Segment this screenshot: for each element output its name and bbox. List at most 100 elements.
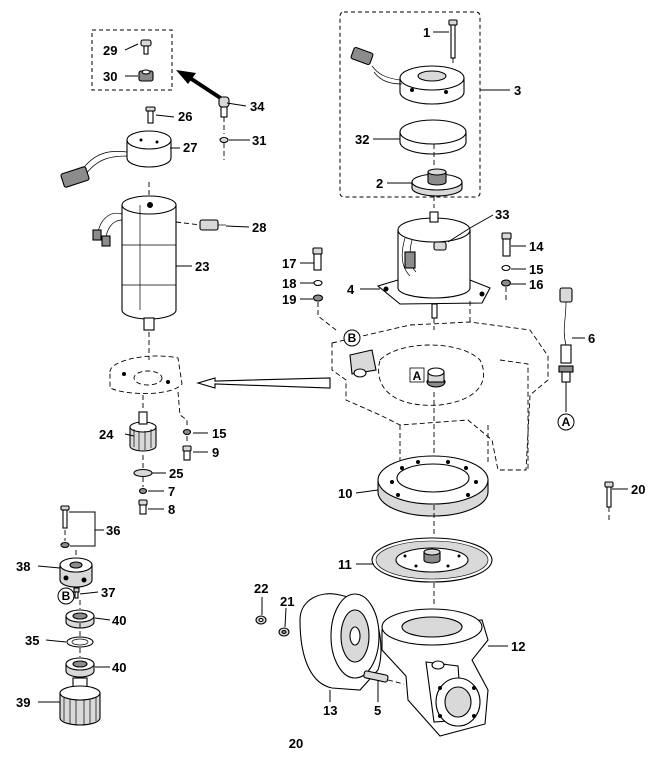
part-22-washer — [255, 615, 267, 625]
detail-arrow — [176, 70, 224, 101]
callout-14: 14 — [529, 239, 544, 254]
callout-28: 28 — [252, 220, 266, 235]
part-27-encoder — [60, 130, 172, 188]
part-6-sensor — [558, 287, 574, 383]
callout-35: 35 — [25, 633, 39, 648]
part-28-connector — [175, 219, 226, 231]
callout-23: 23 — [195, 259, 209, 274]
callout-40-upper: 40 — [112, 613, 126, 628]
part-23-motor — [92, 195, 177, 331]
callout-39: 39 — [16, 695, 30, 710]
part-21-nut — [278, 627, 290, 637]
callout-34: 34 — [250, 99, 265, 114]
svg-text:A: A — [413, 369, 422, 383]
part-33-cable — [401, 237, 447, 277]
callout-10: 10 — [338, 486, 352, 501]
callout-21: 21 — [280, 594, 294, 609]
part-15-washer-right — [501, 264, 511, 272]
part-2-hub — [411, 168, 463, 197]
part-40-bearing-lower — [65, 657, 95, 678]
part-36-screw — [60, 505, 70, 549]
callout-24: 24 — [99, 427, 114, 442]
leader-lines — [37, 31, 628, 703]
callout-38: 38 — [16, 559, 30, 574]
part-25-washer — [133, 468, 153, 478]
callout-25: 25 — [169, 466, 183, 481]
part-34-fitting — [218, 96, 230, 134]
reference-marker-b-upper: B — [343, 329, 361, 347]
callout-40-lower: 40 — [112, 660, 126, 675]
part-7-washer — [138, 487, 148, 495]
callout-9: 9 — [212, 445, 219, 460]
callout-13: 13 — [323, 703, 337, 718]
svg-text:A: A — [562, 415, 571, 429]
brake-assembly-box — [339, 11, 481, 198]
callout-4: 4 — [347, 282, 355, 297]
part-16-washer — [500, 279, 512, 287]
part-1-bolt — [448, 19, 458, 59]
chassis-frame-outline — [331, 298, 549, 471]
page-number: 20 — [289, 736, 303, 751]
mounting-plate-outline — [109, 332, 183, 410]
part-12-wheel-fork — [381, 608, 489, 737]
callout-18: 18 — [282, 276, 296, 291]
callout-15-left: 15 — [212, 426, 226, 441]
svg-text:B: B — [348, 331, 357, 345]
part-20-bolt — [604, 481, 614, 520]
part-24-pinion — [129, 411, 157, 452]
part-4-gear-housing — [376, 211, 491, 319]
part-13-wheel — [299, 593, 382, 691]
reference-marker-a-right: A — [557, 413, 575, 431]
callout-5: 5 — [374, 703, 381, 718]
part-38-housing — [59, 557, 93, 588]
part-40-bearing-upper — [65, 609, 95, 629]
part-10-slewing-ring — [377, 455, 489, 517]
callout-7: 7 — [168, 484, 175, 499]
part-5-axle-pin — [363, 670, 405, 685]
part-26-screw — [145, 106, 156, 124]
part-37-pin — [73, 587, 80, 599]
part-14-bolt — [501, 232, 512, 257]
callout-27: 27 — [183, 140, 197, 155]
part-30-nut — [138, 69, 154, 82]
callout-12: 12 — [511, 639, 525, 654]
callout-26: 26 — [178, 109, 192, 124]
callout-22: 22 — [254, 581, 268, 596]
callout-8: 8 — [168, 502, 175, 517]
callout-31: 31 — [252, 133, 266, 148]
part-3-brake — [350, 46, 465, 105]
callout-36: 36 — [106, 523, 120, 538]
reference-marker-a-center: A — [409, 367, 425, 383]
reference-marker-b-lower: B — [57, 587, 75, 605]
callout-2: 2 — [376, 176, 383, 191]
callout-11: 11 — [338, 557, 352, 572]
callout-6: 6 — [588, 331, 595, 346]
callout-30: 30 — [103, 69, 117, 84]
part-35-circlip — [66, 636, 94, 648]
callout-33: 33 — [495, 207, 509, 222]
callout-16: 16 — [529, 277, 543, 292]
callout-37: 37 — [101, 585, 115, 600]
callout-17: 17 — [282, 256, 296, 271]
part-15-washer-left — [182, 428, 192, 436]
callout-3: 3 — [514, 83, 521, 98]
part-9-bolt — [182, 445, 192, 461]
part-29-screw — [140, 39, 152, 55]
callout-29: 29 — [103, 43, 117, 58]
callout-15-right: 15 — [529, 262, 543, 277]
insertion-arrow — [196, 377, 331, 389]
part-31-washer — [219, 136, 229, 144]
callout-32: 32 — [355, 132, 369, 147]
part-39-drive-gear — [59, 677, 101, 726]
svg-text:B: B — [62, 589, 71, 603]
callout-19: 19 — [282, 292, 296, 307]
part-32-friction-disc — [399, 119, 467, 155]
part-18-washer — [313, 279, 323, 287]
center-nut — [426, 367, 446, 388]
callout-20: 20 — [631, 482, 645, 497]
callout-1: 1 — [423, 25, 430, 40]
part-8-bolt — [138, 499, 148, 515]
part-17-bolt — [312, 247, 323, 271]
part-11-ring-gear — [371, 537, 493, 583]
